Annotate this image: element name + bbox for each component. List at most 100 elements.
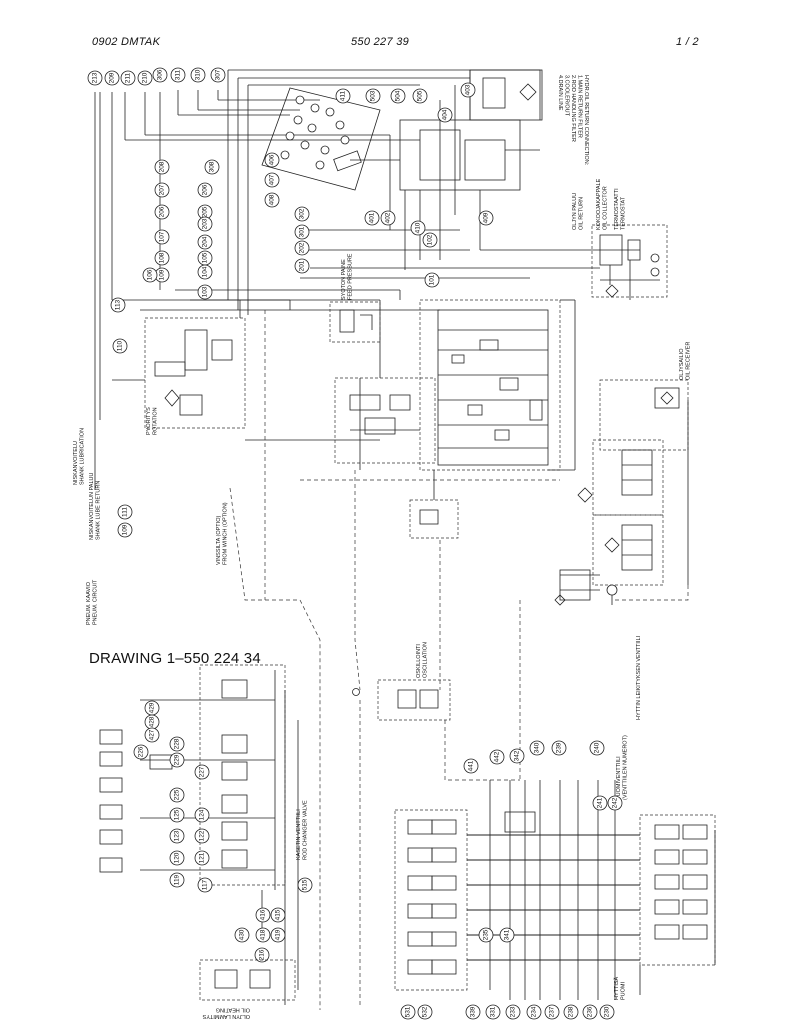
svg-text:102: 102 bbox=[427, 234, 434, 245]
svg-text:406: 406 bbox=[269, 154, 276, 165]
oscillation-valve bbox=[352, 679, 451, 721]
svg-text:122: 122 bbox=[199, 830, 206, 841]
svg-text:241: 241 bbox=[597, 797, 604, 808]
svg-text:302: 302 bbox=[299, 208, 306, 219]
ref-bubble: 237 bbox=[544, 1004, 560, 1020]
svg-text:515: 515 bbox=[302, 879, 309, 890]
ref-bubble: 105 bbox=[197, 250, 213, 266]
ref-bubble: 123 bbox=[169, 828, 185, 844]
svg-text:239: 239 bbox=[556, 742, 563, 753]
svg-text:117: 117 bbox=[202, 879, 209, 890]
svg-text:505: 505 bbox=[417, 90, 424, 101]
ref-bubble: 242 bbox=[607, 795, 623, 811]
svg-text:441: 441 bbox=[468, 760, 475, 771]
svg-text:201: 201 bbox=[299, 260, 306, 271]
svg-text:419: 419 bbox=[275, 929, 282, 940]
ref-bubble: 241 bbox=[592, 795, 608, 811]
ref-bubble: 341 bbox=[499, 927, 515, 943]
svg-text:226: 226 bbox=[138, 746, 145, 757]
main-control-valve bbox=[334, 299, 576, 471]
ref-bubble: 121 bbox=[194, 850, 210, 866]
pneum-circuit-label: PNEUM. KAAVIOPNEUM. CIRCUIT bbox=[86, 579, 99, 625]
ref-bubble: 125 bbox=[169, 807, 185, 823]
svg-text:402: 402 bbox=[385, 212, 392, 223]
svg-text:206: 206 bbox=[159, 206, 166, 217]
ref-bubble: 120 bbox=[169, 850, 185, 866]
svg-text:234: 234 bbox=[531, 1006, 538, 1017]
ref-bubble: 418 bbox=[255, 927, 271, 943]
svg-text:124: 124 bbox=[199, 809, 206, 820]
svg-text:110: 110 bbox=[117, 340, 124, 351]
svg-text:415: 415 bbox=[275, 909, 282, 920]
svg-text:206: 206 bbox=[202, 184, 209, 195]
ref-bubble: 108 bbox=[154, 250, 170, 266]
svg-text:307: 307 bbox=[215, 69, 222, 80]
ref-bubble: 310 bbox=[190, 67, 206, 83]
svg-text:430: 430 bbox=[239, 929, 246, 940]
ref-bubble: 209 bbox=[104, 70, 120, 86]
ref-bubble: 225 bbox=[169, 787, 185, 803]
ref-bubble: 503 bbox=[365, 88, 381, 104]
ref-bubble: 233 bbox=[505, 1004, 521, 1020]
oil-collector-label: KOKOOJAKAPPALEOIL COLLECTOR bbox=[596, 178, 609, 230]
termostaatti-label: TERMOSTAATTITERMOSTAT bbox=[614, 188, 627, 230]
svg-text:401: 401 bbox=[369, 212, 376, 223]
svg-text:503: 503 bbox=[370, 90, 377, 101]
ref-bubble: 124 bbox=[194, 807, 210, 823]
ref-bubble: 211 bbox=[120, 70, 136, 86]
svg-text:301: 301 bbox=[299, 226, 306, 237]
ref-bubble: 411 bbox=[335, 88, 351, 104]
ref-bubble: 210 bbox=[137, 70, 153, 86]
ref-bubble: 339 bbox=[465, 1004, 481, 1020]
drill-motor-area bbox=[300, 69, 640, 370]
svg-text:204: 204 bbox=[202, 236, 209, 247]
ref-bubble: 206 bbox=[154, 204, 170, 220]
svg-text:208: 208 bbox=[159, 161, 166, 172]
svg-text:306: 306 bbox=[157, 69, 164, 80]
svg-text:225: 225 bbox=[174, 789, 181, 800]
ref-bubble: 306 bbox=[152, 67, 168, 83]
svg-text:308: 308 bbox=[209, 161, 216, 172]
ref-bubble: 428 bbox=[144, 714, 160, 730]
ref-bubble: 403 bbox=[460, 82, 476, 98]
ref-bubble: 111 bbox=[117, 504, 133, 520]
ref-bubble: 236 bbox=[582, 1004, 598, 1020]
oil-heating-label: OLJYN LAMMITYSOIL HEATING bbox=[202, 1007, 250, 1020]
svg-text:230: 230 bbox=[604, 1006, 611, 1017]
svg-text:407: 407 bbox=[269, 174, 276, 185]
feed-pressure-valve bbox=[329, 301, 381, 343]
svg-text:442: 442 bbox=[494, 751, 501, 762]
svg-text:119: 119 bbox=[174, 874, 181, 885]
svg-text:108: 108 bbox=[159, 252, 166, 263]
svg-text:101: 101 bbox=[429, 274, 436, 285]
shank-lube-return-label: NISKANVOITELUN PALUUSHANK LUBE RETURN bbox=[89, 473, 102, 540]
ref-bubble: 342 bbox=[509, 748, 525, 764]
ref-bubble: 302 bbox=[294, 206, 310, 222]
ref-bubble: 429 bbox=[144, 700, 160, 716]
svg-text:109: 109 bbox=[159, 269, 166, 280]
svg-text:418: 418 bbox=[260, 929, 267, 940]
svg-text:410: 410 bbox=[415, 222, 422, 233]
svg-text:408: 408 bbox=[269, 194, 276, 205]
ref-bubble: 228 bbox=[169, 736, 185, 752]
ref-bubble: 532 bbox=[417, 1004, 433, 1020]
svg-text:427: 427 bbox=[149, 729, 156, 740]
ref-bubble: 407 bbox=[264, 172, 280, 188]
ref-bubble: 102 bbox=[422, 232, 438, 248]
svg-text:106: 106 bbox=[147, 269, 154, 280]
ref-bubble: 331 bbox=[485, 1004, 501, 1020]
svg-text:203: 203 bbox=[202, 218, 209, 229]
rod-changer-valve-label: KASETIN VENTTIILIROD CHANGER VALVE bbox=[296, 800, 309, 860]
svg-text:237: 237 bbox=[549, 1006, 556, 1017]
svg-text:339: 339 bbox=[470, 1006, 477, 1017]
ref-bubble: 416 bbox=[255, 907, 271, 923]
svg-text:109: 109 bbox=[122, 524, 129, 535]
svg-text:120: 120 bbox=[174, 852, 181, 863]
svg-text:532: 532 bbox=[422, 1006, 429, 1017]
svg-text:409: 409 bbox=[483, 212, 490, 223]
ref-bubble: 504 bbox=[390, 88, 406, 104]
